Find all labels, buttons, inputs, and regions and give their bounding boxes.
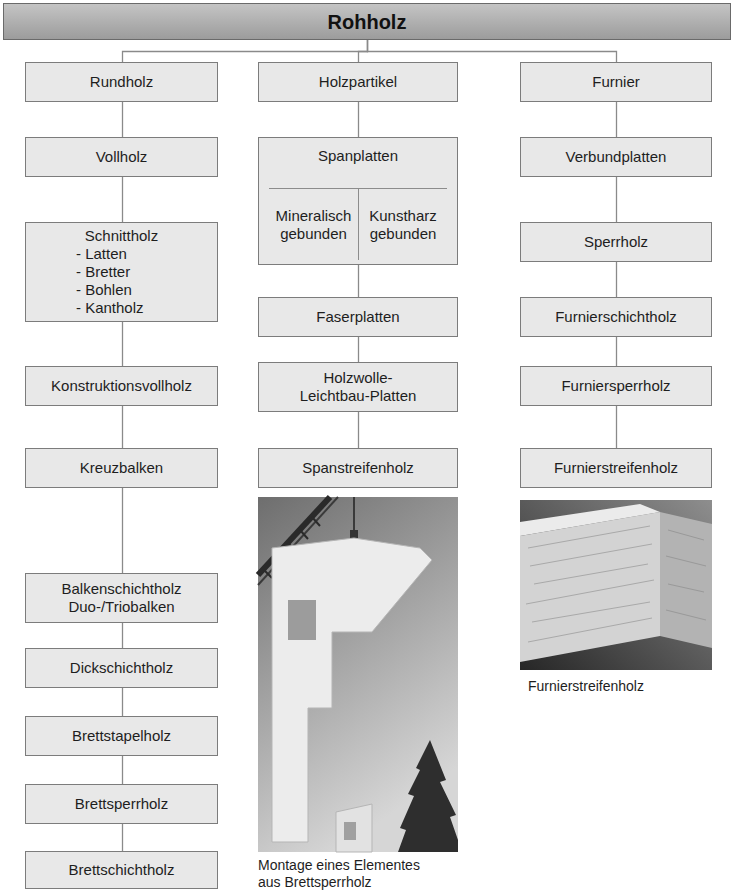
tree-connector xyxy=(122,824,123,851)
product-box: BalkenschichtholzDuo-/Triobalken xyxy=(25,573,218,623)
node-text: Furniersperrholz xyxy=(561,377,670,395)
node-text: Brettschichtholz xyxy=(69,861,175,879)
product-box: Spanstreifenholz xyxy=(258,448,458,488)
product-box: Furniersperrholz xyxy=(520,366,712,406)
tree-connector xyxy=(122,623,123,648)
tree-connector xyxy=(122,102,123,137)
product-box: Furnierstreifenholz xyxy=(520,448,712,488)
product-box: Faserplatten xyxy=(258,297,458,337)
node-text: Furnier xyxy=(592,73,640,91)
product-box: Furnierschichtholz xyxy=(520,297,712,337)
product-box: Brettstapelholz xyxy=(25,716,218,756)
node-text: Konstruktionsvollholz xyxy=(51,377,192,395)
tree-connector xyxy=(359,40,368,62)
tree-connector xyxy=(122,756,123,784)
tree-connector xyxy=(616,406,617,448)
category-box: Furnier xyxy=(520,62,712,102)
tree-connector xyxy=(123,40,368,62)
product-box: Brettschichtholz xyxy=(25,851,218,889)
tree-connector xyxy=(616,102,617,137)
product-box: Kreuzbalken xyxy=(25,448,218,488)
tree-connector xyxy=(368,40,617,62)
product-box: Verbundplatten xyxy=(520,137,712,177)
product-box: Holzwolle- Leichtbau-Platten xyxy=(258,362,458,412)
subcategory-cell: Mineralisch gebunden xyxy=(269,188,358,260)
subcategory-cell: Kunstharz gebunden xyxy=(358,188,447,260)
node-text: Kreuzbalken xyxy=(80,459,163,477)
node-text: Verbundplatten xyxy=(566,148,667,166)
header-band: Rohholz xyxy=(3,3,731,40)
node-text: Spanstreifenholz xyxy=(302,459,414,477)
product-box: Dickschichtholz xyxy=(25,648,218,688)
node-text: Furnierstreifenholz xyxy=(554,459,678,477)
node-text: Spanplatten xyxy=(318,147,398,165)
node-text: Holzpartikel xyxy=(319,73,397,91)
product-box: Brettsperrholz xyxy=(25,784,218,824)
product-box: Vollholz xyxy=(25,137,218,177)
category-box: Rundholz xyxy=(25,62,218,102)
product-box: Schnittholz- Latten- Bretter- Bohlen- Ka… xyxy=(25,222,218,322)
node-text: - Kantholz xyxy=(32,299,144,317)
node-text: Furnierschichtholz xyxy=(555,308,677,326)
node-text: Brettstapelholz xyxy=(72,727,171,745)
node-text: Sperrholz xyxy=(584,233,648,251)
node-text: - Latten xyxy=(32,245,127,263)
category-box: Holzpartikel xyxy=(258,62,458,102)
tree-connector xyxy=(122,322,123,366)
node-text: - Bohlen xyxy=(32,281,132,299)
crane-photo xyxy=(258,497,458,852)
tree-connector xyxy=(122,488,123,573)
node-text: Mineralisch gebunden xyxy=(272,207,355,243)
node-text: Faserplatten xyxy=(316,308,399,326)
tree-connector xyxy=(358,102,359,137)
tree-connector xyxy=(122,406,123,448)
node-text: Balkenschichtholz xyxy=(61,580,181,598)
tree-connector xyxy=(122,688,123,716)
tree-connector xyxy=(616,262,617,297)
node-text: Schnittholz xyxy=(85,227,158,245)
product-box: Sperrholz xyxy=(520,222,712,262)
tree-connector xyxy=(358,265,359,297)
tree-connector xyxy=(358,337,359,362)
product-box: Konstruktionsvollholz xyxy=(25,366,218,406)
tree-connector xyxy=(616,177,617,222)
tree-connector xyxy=(616,337,617,366)
photo-caption: Furnierstreifenholz xyxy=(528,678,708,695)
tree-connector xyxy=(358,412,359,448)
node-text: Holzwolle- Leichtbau-Platten xyxy=(288,369,428,405)
group-box: SpanplattenMineralisch gebundenKunstharz… xyxy=(258,137,458,265)
node-text: Brettsperrholz xyxy=(75,795,168,813)
veneer-strand-lumber-photo xyxy=(520,500,712,670)
node-text: Rohholz xyxy=(328,10,407,34)
node-text: Vollholz xyxy=(96,148,148,166)
node-text: Duo-/Triobalken xyxy=(68,598,174,616)
node-text: Dickschichtholz xyxy=(70,659,173,677)
node-text: Kunstharz gebunden xyxy=(362,207,444,243)
node-text: - Bretter xyxy=(32,263,130,281)
node-text: Rundholz xyxy=(90,73,153,91)
photo-caption: Montage eines Elementes aus Brettsperrho… xyxy=(258,857,438,890)
tree-connector xyxy=(122,177,123,222)
